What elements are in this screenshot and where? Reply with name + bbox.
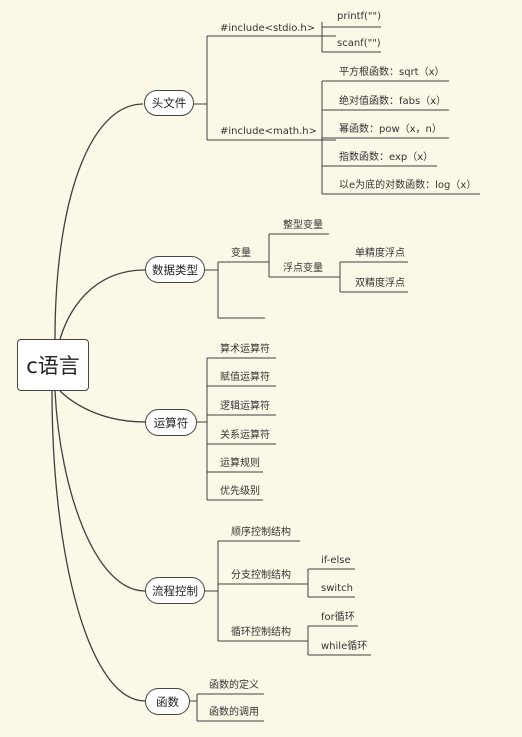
node-ifelse[interactable]: if-else bbox=[321, 555, 351, 566]
connector-datatype bbox=[59, 269, 146, 340]
node-single[interactable]: 单精度浮点 bbox=[355, 248, 405, 259]
connector-operator bbox=[59, 390, 146, 423]
node-scanf[interactable]: scanf("") bbox=[337, 38, 381, 49]
node-call[interactable]: 函数的调用 bbox=[209, 707, 259, 718]
node-header[interactable]: 头文件 bbox=[144, 90, 194, 116]
node-datatype[interactable]: 数据类型 bbox=[145, 256, 205, 283]
node-operator-item[interactable]: 算术运算符 bbox=[220, 344, 270, 355]
node-sequence[interactable]: 顺序控制结构 bbox=[231, 527, 291, 538]
node-operator-item[interactable]: 逻辑运算符 bbox=[220, 401, 270, 412]
node-pow[interactable]: 幂函数：pow（x，n） bbox=[339, 124, 442, 135]
node-operator-item[interactable]: 运算规则 bbox=[220, 458, 260, 469]
node-while[interactable]: while循环 bbox=[321, 641, 368, 652]
node-flow[interactable]: 流程控制 bbox=[145, 577, 205, 604]
node-variable[interactable]: 变量 bbox=[231, 248, 251, 259]
connector-function bbox=[51, 390, 146, 702]
node-exp[interactable]: 指数函数：exp（x） bbox=[339, 152, 434, 163]
node-float[interactable]: 浮点变量 bbox=[283, 263, 323, 274]
node-switch[interactable]: switch bbox=[321, 583, 353, 594]
node-loop[interactable]: 循环控制结构 bbox=[231, 627, 291, 638]
node-for[interactable]: for循环 bbox=[321, 612, 355, 623]
node-stdio[interactable]: #include<stdio.h> bbox=[220, 23, 316, 34]
node-fabs[interactable]: 绝对值函数：fabs（x） bbox=[339, 96, 447, 107]
root-node[interactable]: c语言 bbox=[17, 339, 89, 391]
node-sqrt[interactable]: 平方根函数：sqrt（x） bbox=[339, 67, 445, 78]
node-operator-item[interactable]: 赋值运算符 bbox=[220, 372, 270, 383]
node-double[interactable]: 双精度浮点 bbox=[355, 278, 405, 289]
node-branch[interactable]: 分支控制结构 bbox=[231, 570, 291, 581]
node-operator-item[interactable]: 关系运算符 bbox=[220, 430, 270, 441]
node-printf[interactable]: printf("") bbox=[337, 11, 382, 22]
connector-flow bbox=[54, 390, 146, 592]
node-log[interactable]: 以e为底的对数函数：log（x） bbox=[339, 180, 477, 191]
node-operator[interactable]: 运算符 bbox=[145, 409, 197, 436]
node-operator-item[interactable]: 优先级别 bbox=[220, 486, 260, 497]
node-function[interactable]: 函数 bbox=[145, 688, 190, 715]
node-define[interactable]: 函数的定义 bbox=[209, 680, 259, 691]
connector-header bbox=[54, 103, 144, 340]
node-int[interactable]: 整型变量 bbox=[283, 220, 323, 231]
node-math[interactable]: #include<math.h> bbox=[220, 126, 318, 137]
